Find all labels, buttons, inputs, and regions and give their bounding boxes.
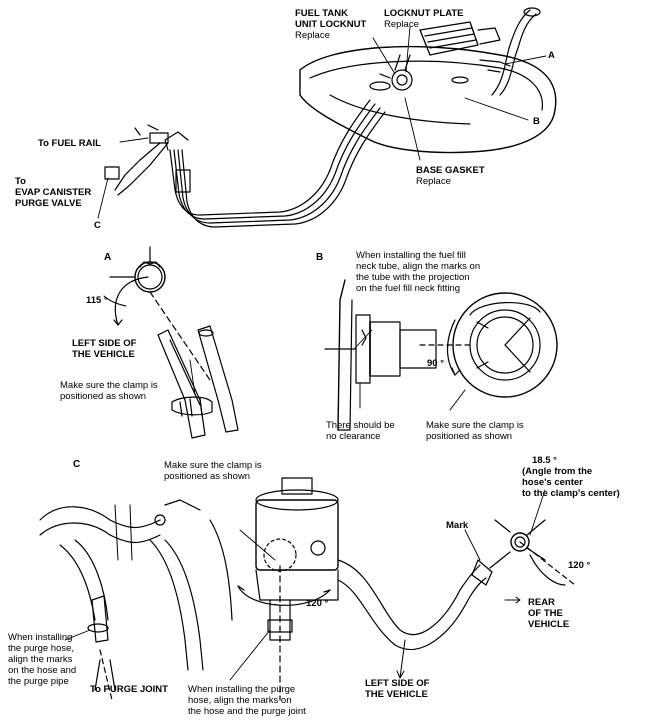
detail-a-clamp-note: Make sure the clamp is positioned as sho… <box>60 380 158 402</box>
fuel-tank-illustration <box>299 45 557 154</box>
fuel-tank-unit-locknut-label: FUEL TANK UNIT LOCKNUT <box>295 8 367 30</box>
detail-c-purge-hose-note: When installing the purge hose, align th… <box>8 632 77 687</box>
locknut-plate-label: LOCKNUT PLATE <box>384 8 464 19</box>
detail-c-angle-18-5: 18.5 ° <box>532 455 557 466</box>
to-evap-canister-label: To EVAP CANISTER PURGE VALVE <box>15 176 92 209</box>
base-gasket-label: BASE GASKET <box>416 165 485 176</box>
callout-c: C <box>94 220 101 231</box>
to-fuel-rail-label: To FUEL RAIL <box>38 138 101 149</box>
detail-c-angle-120-center: 120 ° <box>306 598 329 609</box>
detail-c-angle-120-right: 120 ° <box>568 560 591 571</box>
detail-b-clamp-note: Make sure the clamp is positioned as sho… <box>426 420 524 442</box>
detail-c-purge-hose-note2: When installing the purge hose, align th… <box>188 684 306 717</box>
detail-c-title: C <box>73 459 81 470</box>
filler-neck-illustration <box>479 7 541 96</box>
detail-a-left-side: LEFT SIDE OF THE VEHICLE <box>72 338 137 360</box>
detail-b-clearance-note: There should be no clearance <box>326 420 395 442</box>
top-leader-lines <box>97 26 547 219</box>
detail-b-title: B <box>316 252 324 263</box>
evap-canister-illustration <box>419 21 501 56</box>
fuel-lines <box>104 99 386 228</box>
detail-b-drawing <box>324 279 558 431</box>
detail-c-rear-label: REAR OF THE VEHICLE <box>528 597 570 630</box>
detail-a-angle: 115 ° <box>86 295 108 306</box>
detail-c-to-purge-joint: To PURGE JOINT <box>90 684 168 695</box>
detail-b-angle: 90 ° <box>427 358 445 369</box>
detail-a-title: A <box>104 252 112 263</box>
callout-a: A <box>548 50 555 61</box>
detail-c-mark-label: Mark <box>446 520 469 531</box>
detail-a-drawing <box>103 246 239 439</box>
base-gasket-replace: Replace <box>416 176 451 187</box>
detail-c-clamp-note: Make sure the clamp is positioned as sho… <box>164 460 262 482</box>
detail-c-left-side: LEFT SIDE OF THE VEHICLE <box>365 678 430 700</box>
detail-b-install-note: When installing the fuel fill neck tube,… <box>356 250 481 294</box>
locknut-plate-replace: Replace <box>384 19 419 30</box>
detail-c-drawing <box>39 477 576 701</box>
detail-c-angle-note: (Angle from the hose's center to the cla… <box>522 466 620 499</box>
fuel-tank-unit-locknut-replace: Replace <box>295 30 330 41</box>
callout-b: B <box>533 116 540 127</box>
